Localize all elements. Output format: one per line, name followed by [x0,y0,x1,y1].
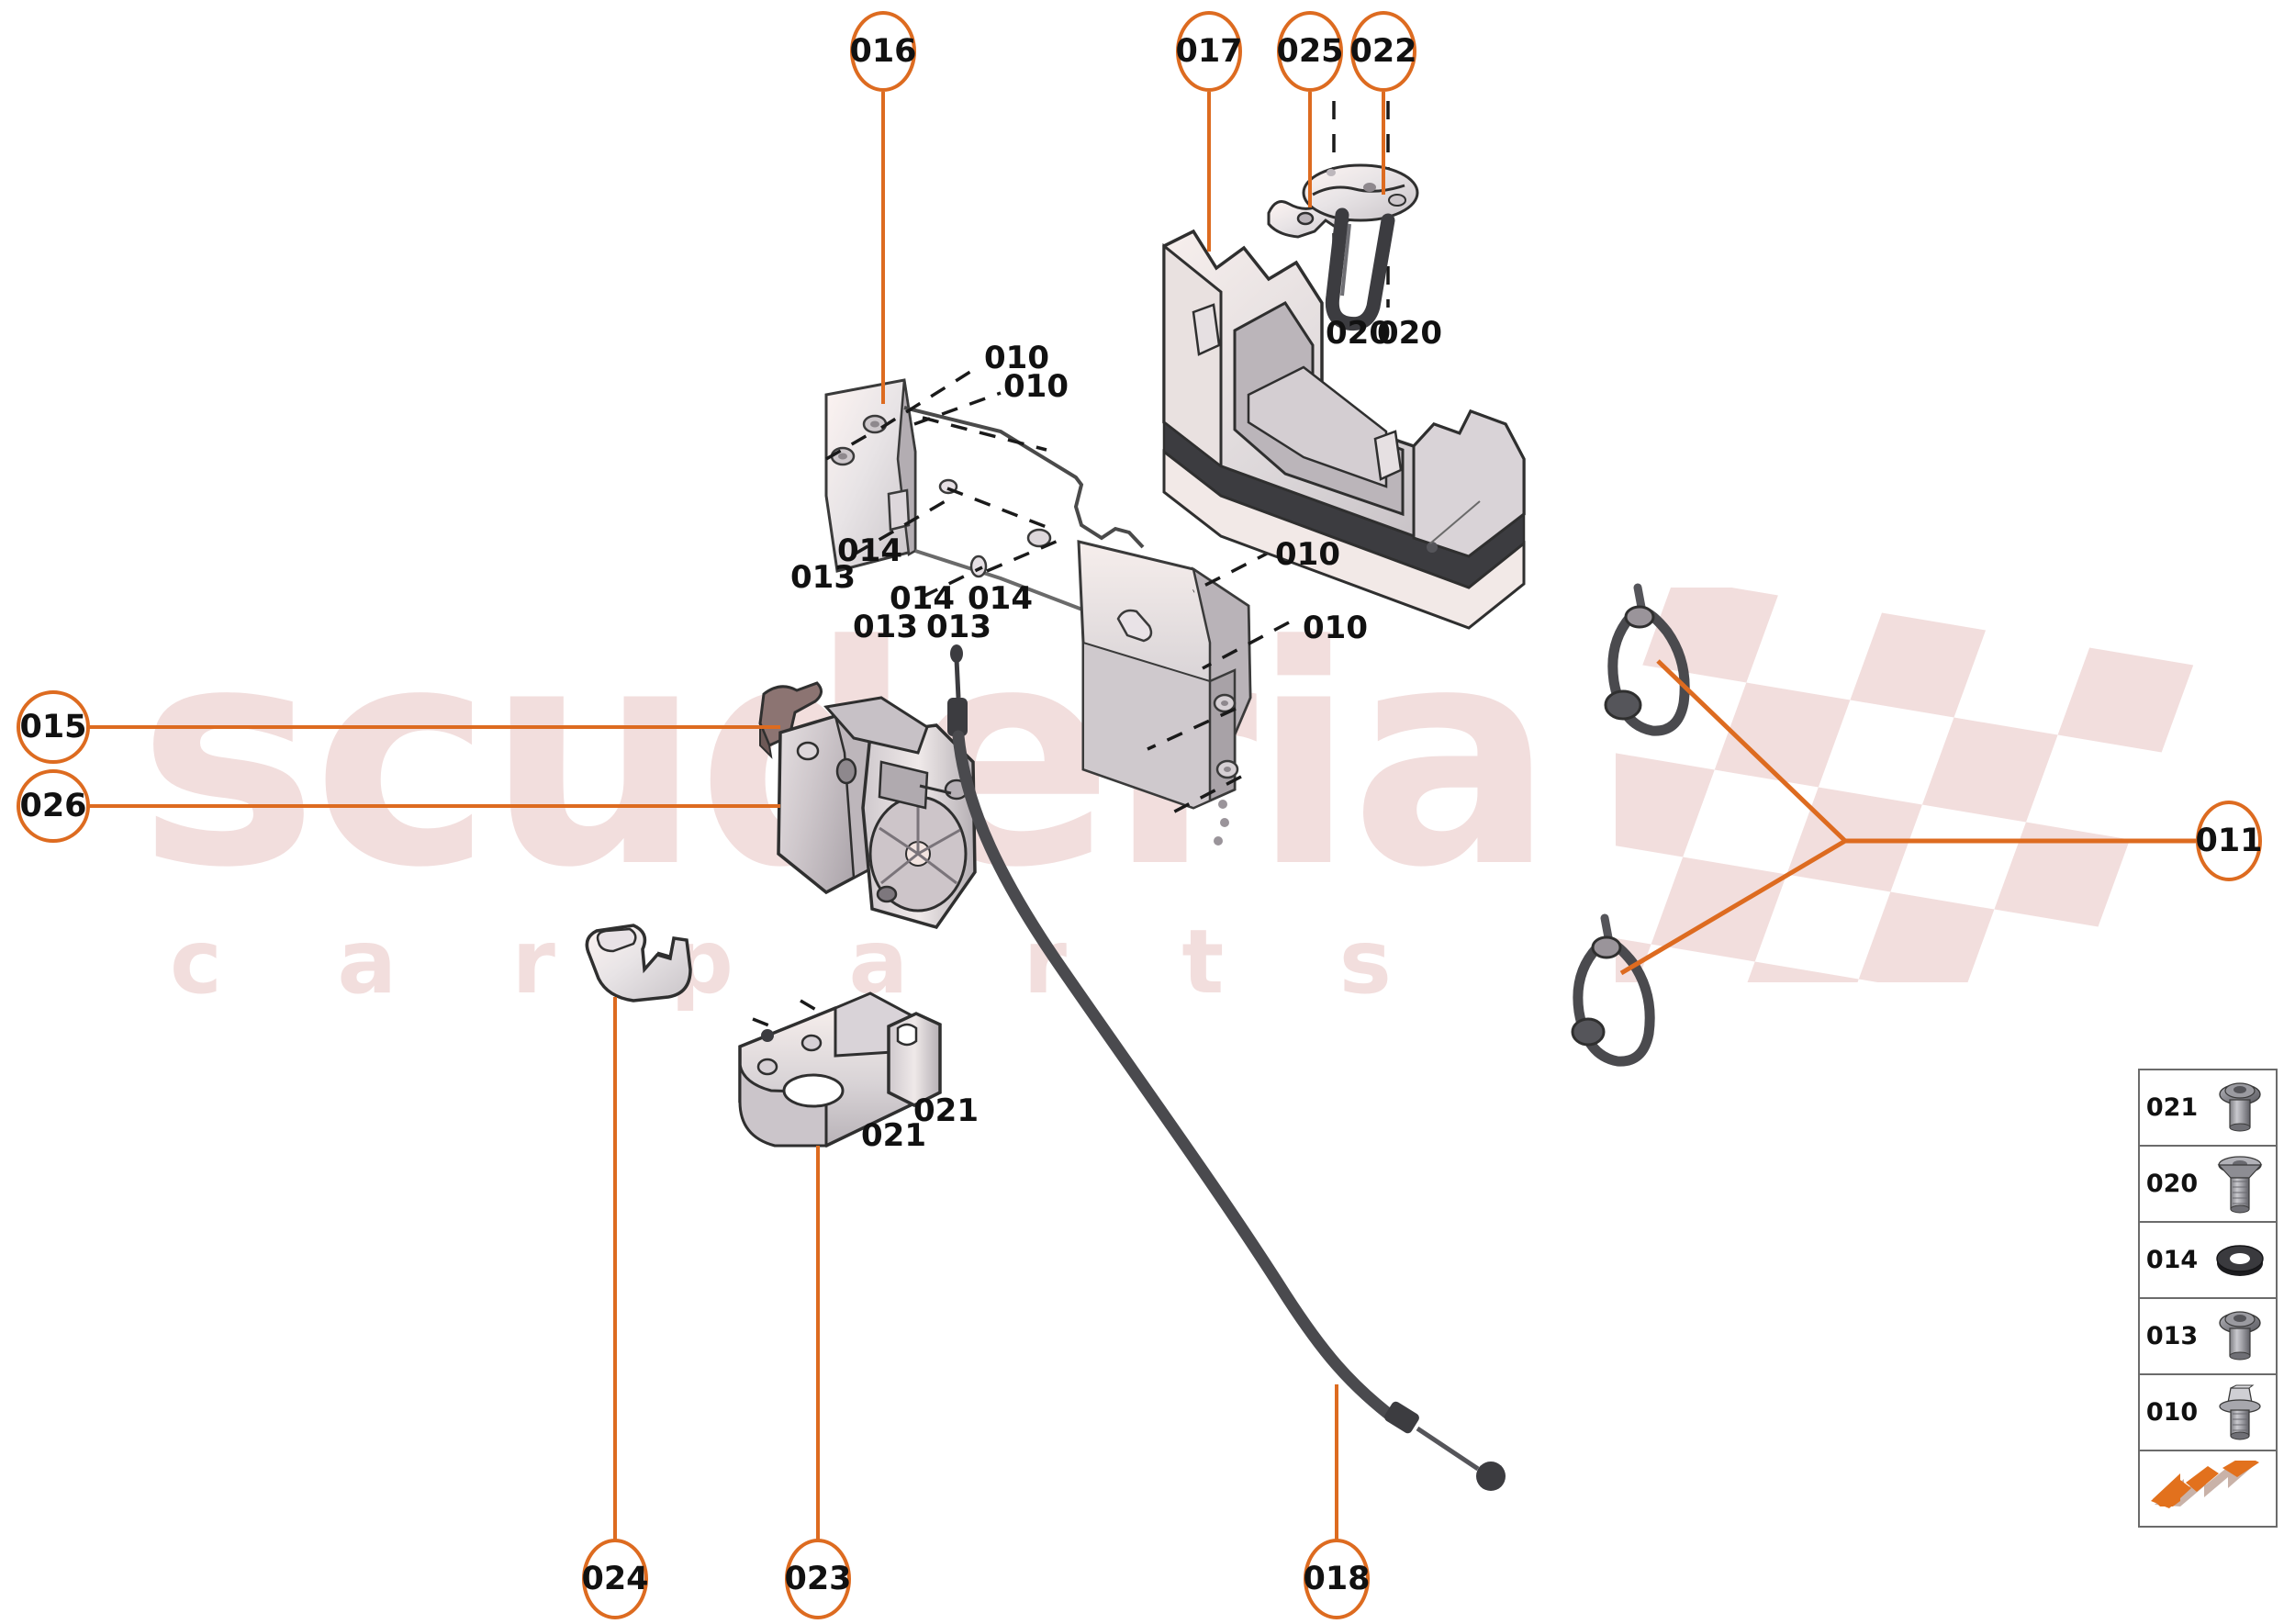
label-text: 013 [790,559,856,596]
callout-026[interactable]: 026 [17,769,90,843]
label-text: 010 [1275,536,1340,573]
part-label-021-a: 021 [913,1092,979,1129]
part-label-014-b: 014 [890,580,955,617]
callout-026-label: 026 [19,788,87,824]
leader-018 [1335,1384,1338,1540]
callout-015[interactable]: 015 [17,690,90,764]
label-text: 013 [926,609,991,645]
callout-017[interactable]: 017 [1175,11,1243,92]
label-text: 020 [1326,315,1391,352]
legend-row-021[interactable]: 021 [2140,1070,2276,1147]
callout-022[interactable]: 022 [1349,11,1417,92]
part-016-lower-bracket [1077,540,1252,846]
leader-025 [1308,92,1312,207]
leader-024 [613,997,617,1540]
countersunk-bolt-icon [2204,1147,2276,1221]
part-label-020-a: 020 [1326,315,1391,352]
callout-011-label: 011 [2195,823,2263,859]
part-label-021-b: 021 [861,1117,926,1154]
part-023-support-bracket [738,991,942,1148]
legend-row-013[interactable]: 013 [2140,1299,2276,1375]
leader-026 [83,804,780,808]
part-016-bracket [824,378,1222,659]
callout-018-label: 018 [1303,1561,1371,1597]
part-label-013-a: 013 [790,559,856,596]
callout-016-label: 016 [849,33,917,70]
callout-011[interactable]: 011 [2195,801,2263,881]
callout-015-label: 015 [19,709,87,745]
leader-015 [83,725,780,729]
part-label-014-a: 014 [837,532,902,569]
part-label-013-c: 013 [926,609,991,645]
label-text: 014 [837,532,902,569]
brand-arrow-logo-icon [2140,1451,2276,1526]
label-text: 014 [890,580,955,617]
leader-023 [816,1146,820,1540]
assembly-dashed-lines [752,101,1390,1100]
part-label-014-c: 014 [968,580,1033,617]
hex-flange-bolt-icon [2204,1375,2276,1450]
legend-number-013: 013 [2145,1322,2199,1350]
legend-number-014: 014 [2145,1246,2199,1274]
part-label-020-b: 020 [1377,315,1442,352]
label-text: 021 [861,1117,926,1154]
part-015-terminal-cover [758,681,823,759]
washer-icon [2204,1223,2276,1297]
part-label-010-b: 010 [1003,368,1069,405]
part-024-hook-bracket [585,924,692,1002]
leader-016 [881,92,885,404]
leader-017 [1207,92,1211,252]
label-text: 021 [913,1092,979,1129]
label-text: 014 [968,580,1033,617]
label-text: 013 [853,609,918,645]
label-text: 020 [1377,315,1442,352]
legend-row-014[interactable]: 014 [2140,1223,2276,1299]
legend-row-010[interactable]: 010 [2140,1375,2276,1451]
callout-011-leader [1619,659,2196,976]
callout-017-label: 017 [1175,33,1243,70]
legend-row-020[interactable]: 020 [2140,1147,2276,1223]
part-011-cable-clamp-upper [1604,583,1690,736]
callout-025-label: 025 [1276,33,1344,70]
part-label-010-c: 010 [1275,536,1340,573]
callout-023-label: 023 [784,1561,852,1597]
legend-row-brand[interactable] [2140,1451,2276,1528]
button-head-bolt-icon [2204,1299,2276,1373]
label-text: 010 [984,340,1049,376]
callout-025[interactable]: 025 [1276,11,1344,92]
button-head-bolt-icon [2204,1070,2276,1145]
label-text: 010 [1303,610,1368,646]
callout-023[interactable]: 023 [784,1539,852,1619]
legend-number-010: 010 [2145,1398,2199,1427]
part-label-010-d: 010 [1303,610,1368,646]
legend-number-021: 021 [2145,1093,2199,1122]
part-022-hold-down-clamp [1302,163,1419,331]
hardware-legend: 021 020 [2138,1069,2278,1528]
part-011-cable-clamp-lower [1571,913,1655,1067]
label-text: 010 [1003,368,1069,405]
leader-022 [1382,92,1385,195]
callout-018[interactable]: 018 [1303,1539,1371,1619]
part-label-010-a: 010 [984,340,1049,376]
callout-016[interactable]: 016 [849,11,917,92]
part-018-release-cable [947,644,1506,1491]
callout-022-label: 022 [1349,33,1417,70]
legend-number-020: 020 [2145,1170,2199,1198]
part-017-battery-tray [1162,229,1526,630]
part-026-starter-motor [777,696,977,930]
part-label-013-b: 013 [853,609,918,645]
callout-024[interactable]: 024 [581,1539,649,1619]
callout-024-label: 024 [581,1561,649,1597]
